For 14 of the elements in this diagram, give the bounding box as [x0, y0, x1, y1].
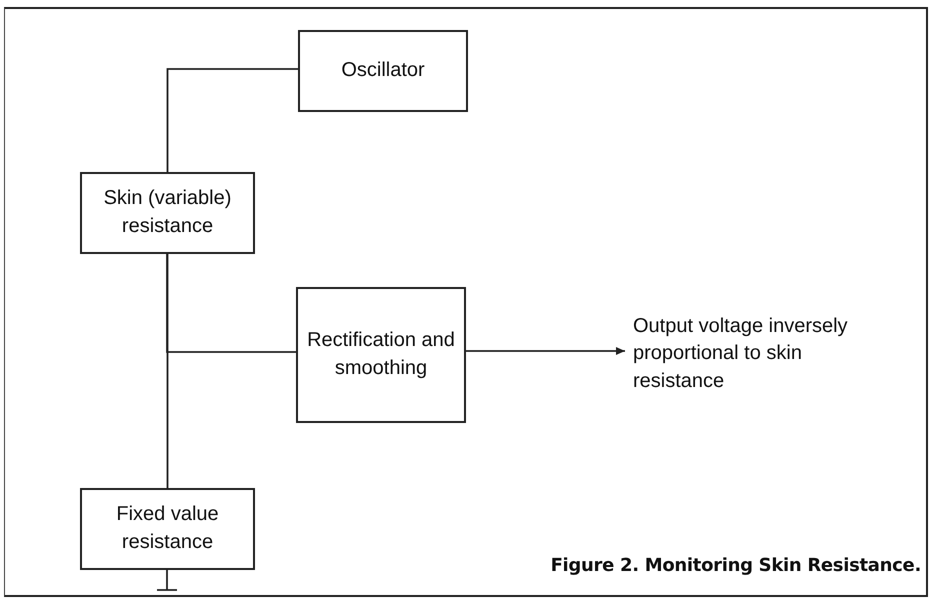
connector-line [166, 254, 168, 488]
block-box [80, 172, 255, 254]
box-label: Fixed value resistance [115, 502, 220, 555]
figure-caption: Figure 2. Monitoring Skin Resistance. [550, 555, 921, 576]
arrow [466, 347, 625, 355]
connector-line [166, 68, 298, 172]
output-text: Output voltage inversely proportional to skin resistance [633, 312, 861, 396]
block-box [296, 287, 466, 423]
box-label: Oscillator [341, 58, 425, 84]
block-box [80, 488, 255, 570]
box-label: Skin (variable) resistance [102, 186, 232, 239]
box-label: Rectification and smoothing [306, 328, 456, 381]
connector-line [166, 254, 296, 353]
block-box [298, 30, 468, 112]
